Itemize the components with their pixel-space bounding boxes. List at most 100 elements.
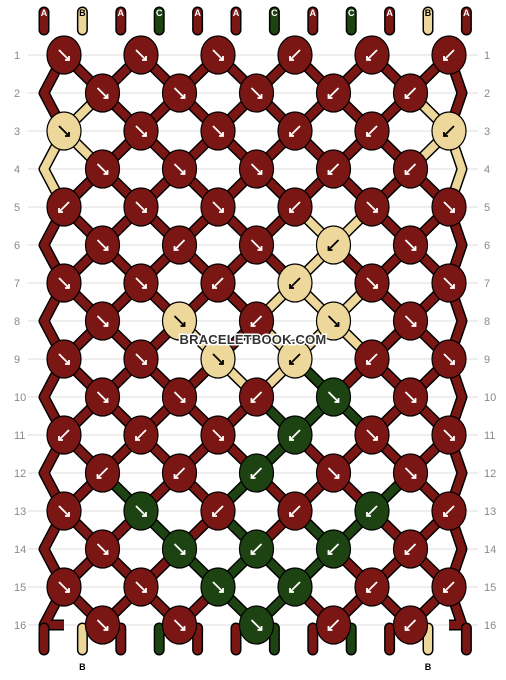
arrow-down-right-icon (135, 581, 147, 593)
watermark-text: BRACELETBOOK.COM (180, 332, 327, 347)
row-number-left: 3 (14, 126, 20, 138)
knot (315, 73, 352, 113)
knot (238, 605, 275, 645)
knots (46, 35, 467, 645)
arrow-head (250, 322, 256, 327)
arrow-down-right-icon (366, 277, 378, 289)
arrow-head (289, 360, 294, 365)
knot (277, 491, 313, 531)
arrow-head (65, 56, 70, 61)
arrow-down-left-icon (58, 429, 70, 441)
arrow-down-left-icon (250, 467, 263, 479)
arrow-down-left-icon (135, 429, 147, 441)
arrow-down-left-icon (173, 239, 186, 251)
arrow-down-left-icon (327, 543, 340, 555)
arrow-down-left-icon (366, 125, 378, 137)
arrow-down-left-icon (212, 505, 224, 517)
arrow-down-left-icon (289, 581, 301, 593)
arrow-head (334, 322, 340, 327)
knot (277, 567, 313, 607)
arrow-head (65, 360, 70, 365)
top-string-label: A (118, 8, 125, 18)
knot (123, 491, 159, 531)
row-number-left: 2 (14, 88, 20, 100)
arrow-down-left-icon (327, 619, 340, 631)
arrow-head (212, 512, 217, 517)
arrow-down-left-icon (289, 429, 301, 441)
arrow-head (411, 474, 417, 479)
knot (161, 225, 198, 265)
knot (431, 339, 467, 379)
arrow-down-right-icon (58, 581, 70, 593)
knot (46, 339, 82, 379)
arrow-head (443, 56, 448, 61)
row-number-left: 8 (14, 316, 20, 328)
arrow-down-left-icon (404, 87, 417, 99)
arrow-head (289, 56, 294, 61)
knot (123, 111, 159, 151)
arrow-head (450, 436, 455, 441)
arrow-head (411, 246, 417, 251)
row-number-right: 2 (484, 88, 490, 100)
arrow-down-left-icon (366, 581, 378, 593)
knot (315, 453, 352, 493)
arrow-head (58, 436, 63, 441)
knot (200, 567, 236, 607)
bottom-string-label: A (310, 662, 317, 672)
row-number-left: 1 (14, 50, 20, 62)
row-number-left: 10 (14, 392, 26, 404)
arrow-head (219, 436, 224, 441)
knot (161, 301, 198, 341)
arrow-head (142, 512, 147, 517)
knot (200, 415, 236, 455)
arrow-head (96, 474, 102, 479)
arrow-head (103, 550, 109, 555)
bottom-string-label: B (79, 662, 86, 672)
arrow-down-right-icon (327, 391, 340, 403)
knot (46, 567, 82, 607)
row-number-left: 9 (14, 354, 20, 366)
row-number-right: 13 (484, 506, 496, 518)
knot (123, 35, 159, 75)
arrow-down-right-icon (327, 467, 340, 479)
arrow-down-left-icon (443, 125, 455, 137)
arrow-head (173, 246, 179, 251)
arrow-head (142, 284, 147, 289)
arrow-head (142, 360, 147, 365)
knot (123, 187, 159, 227)
arrow-down-right-icon (135, 201, 147, 213)
top-string-label: C (348, 8, 355, 18)
arrow-down-right-icon (366, 429, 378, 441)
knot (200, 187, 236, 227)
knot (46, 491, 82, 531)
arrow-down-right-icon (443, 353, 455, 365)
bottom-string-label: A (194, 662, 201, 672)
arrow-head (289, 588, 294, 593)
bottom-string-label: C (271, 662, 278, 672)
knot (84, 73, 121, 113)
arrow-head (327, 94, 333, 99)
knot (431, 263, 467, 303)
arrow-down-right-icon (173, 543, 186, 555)
arrow-head (135, 436, 140, 441)
knot (315, 605, 352, 645)
knot (431, 111, 467, 151)
knot (200, 111, 236, 151)
arrow-down-right-icon (173, 315, 186, 327)
arrow-down-right-icon (443, 201, 455, 213)
top-string-label: A (463, 8, 470, 18)
knot (46, 111, 82, 151)
arrow-down-right-icon (250, 619, 263, 631)
top-string-label: A (310, 8, 317, 18)
knot (354, 263, 390, 303)
knot (392, 453, 429, 493)
arrow-down-right-icon (212, 49, 224, 61)
arrow-head (366, 56, 371, 61)
row-number-left: 4 (14, 164, 20, 176)
arrow-down-right-icon (58, 277, 70, 289)
arrow-down-right-icon (404, 391, 417, 403)
arrow-head (334, 398, 340, 403)
top-string-label: B (79, 8, 86, 18)
arrow-down-left-icon (289, 353, 301, 365)
row-number-right: 10 (484, 392, 496, 404)
